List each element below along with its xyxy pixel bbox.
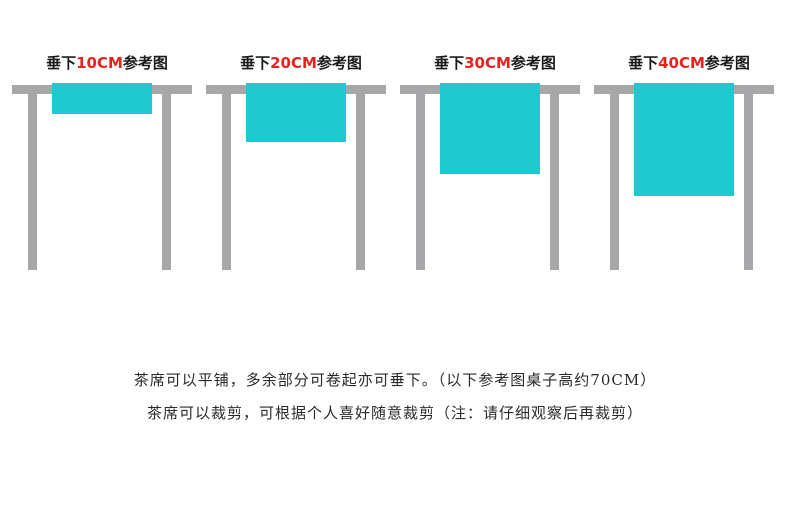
note-line-1: 茶席可以平铺，多余部分可卷起亦可垂下。（以下参考图桌子高约70CM） [133,371,657,389]
note-line-2: 茶席可以裁剪，可根据个人喜好随意裁剪（注：请仔细观察后再裁剪） [146,404,643,422]
table-leg-right [356,94,365,270]
title-highlight: 30CM [464,54,511,72]
table-leg-right [550,94,559,270]
drop-panel-30cm: 垂下30CM参考图 [400,0,590,280]
tea-mat [52,83,152,114]
title-highlight: 40CM [658,54,705,72]
drop-panel-10cm: 垂下10CM参考图 [12,0,202,280]
panel-title: 垂下20CM参考图 [206,52,396,73]
title-prefix: 垂下 [46,54,77,72]
title-suffix: 参考图 [510,54,556,72]
panel-title: 垂下10CM参考图 [12,52,202,73]
title-highlight: 10CM [76,54,123,72]
tea-mat [634,83,734,196]
table-leg-left [28,94,37,270]
tea-mat [440,83,540,174]
title-prefix: 垂下 [434,54,465,72]
title-suffix: 参考图 [122,54,168,72]
table-leg-right [162,94,171,270]
panel-title: 垂下30CM参考图 [400,52,590,73]
table-leg-left [222,94,231,270]
panel-title: 垂下40CM参考图 [594,52,784,73]
title-prefix: 垂下 [240,54,271,72]
table-leg-right [744,94,753,270]
table-leg-left [416,94,425,270]
title-suffix: 参考图 [704,54,750,72]
table-leg-left [610,94,619,270]
drop-panel-20cm: 垂下20CM参考图 [206,0,396,280]
title-highlight: 20CM [270,54,317,72]
title-suffix: 参考图 [316,54,362,72]
title-prefix: 垂下 [628,54,659,72]
tea-mat [246,83,346,142]
drop-panel-40cm: 垂下40CM参考图 [594,0,784,280]
